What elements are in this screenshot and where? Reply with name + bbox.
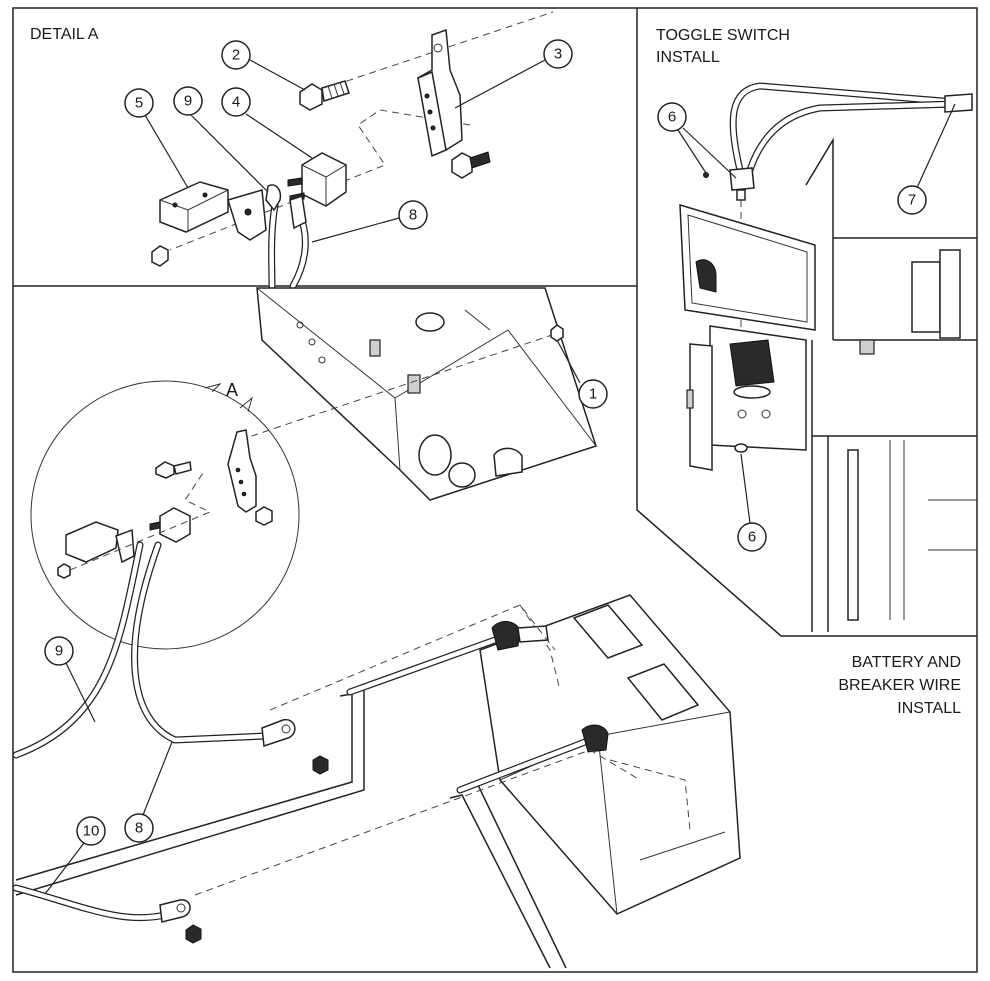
panel-frames [12, 7, 978, 973]
svg-text:8: 8 [135, 820, 143, 837]
svg-text:6: 6 [748, 529, 756, 546]
svg-text:9: 9 [184, 93, 192, 110]
toggle-title-line2: INSTALL [656, 49, 720, 66]
toggle-switch-drawing [679, 82, 977, 632]
callout-6-top: 6 [657, 102, 687, 132]
bolt-part [299, 80, 350, 111]
callout-6-bottom: 6 [737, 522, 767, 552]
main-drawing: A [12, 287, 741, 969]
detail-a-title: DETAIL A [30, 26, 99, 43]
svg-text:4: 4 [232, 94, 240, 111]
callout-5: 5 [124, 88, 154, 118]
bracket-part [417, 28, 491, 179]
callout-9-main: 9 [44, 636, 74, 666]
callout-9: 9 [173, 86, 203, 116]
svg-text:8: 8 [409, 207, 417, 224]
main-callouts: 1 9 8 10 [44, 339, 608, 895]
svg-text:1: 1 [589, 386, 597, 403]
main-caption-line1: BATTERY AND [852, 654, 961, 671]
detail-a-callouts: 2 3 5 9 4 8 [124, 39, 573, 243]
svg-text:3: 3 [554, 46, 562, 63]
svg-text:7: 7 [908, 192, 916, 209]
callout-7: 7 [897, 185, 927, 215]
svg-text:6: 6 [668, 109, 676, 126]
callout-2: 2 [221, 40, 251, 70]
cable-ends [265, 184, 309, 290]
main-caption-line3: INSTALL [897, 700, 961, 717]
main-caption-line2: BREAKER WIRE [838, 677, 961, 694]
detail-a-drawing [151, 11, 554, 290]
toggle-callouts: 6 7 6 [657, 102, 956, 552]
cover-part [151, 181, 267, 267]
svg-text:9: 9 [55, 643, 63, 660]
detail-marker-label: A [226, 380, 238, 400]
toggle-title-line1: TOGGLE SWITCH [656, 27, 790, 44]
callout-3: 3 [543, 39, 573, 69]
svg-text:2: 2 [232, 47, 240, 64]
callout-4: 4 [221, 87, 251, 117]
callout-8: 8 [398, 200, 428, 230]
svg-text:5: 5 [135, 95, 143, 112]
callout-1: 1 [578, 379, 608, 409]
callout-8-main: 8 [124, 813, 154, 843]
svg-text:10: 10 [83, 823, 100, 840]
callout-10: 10 [76, 816, 106, 846]
